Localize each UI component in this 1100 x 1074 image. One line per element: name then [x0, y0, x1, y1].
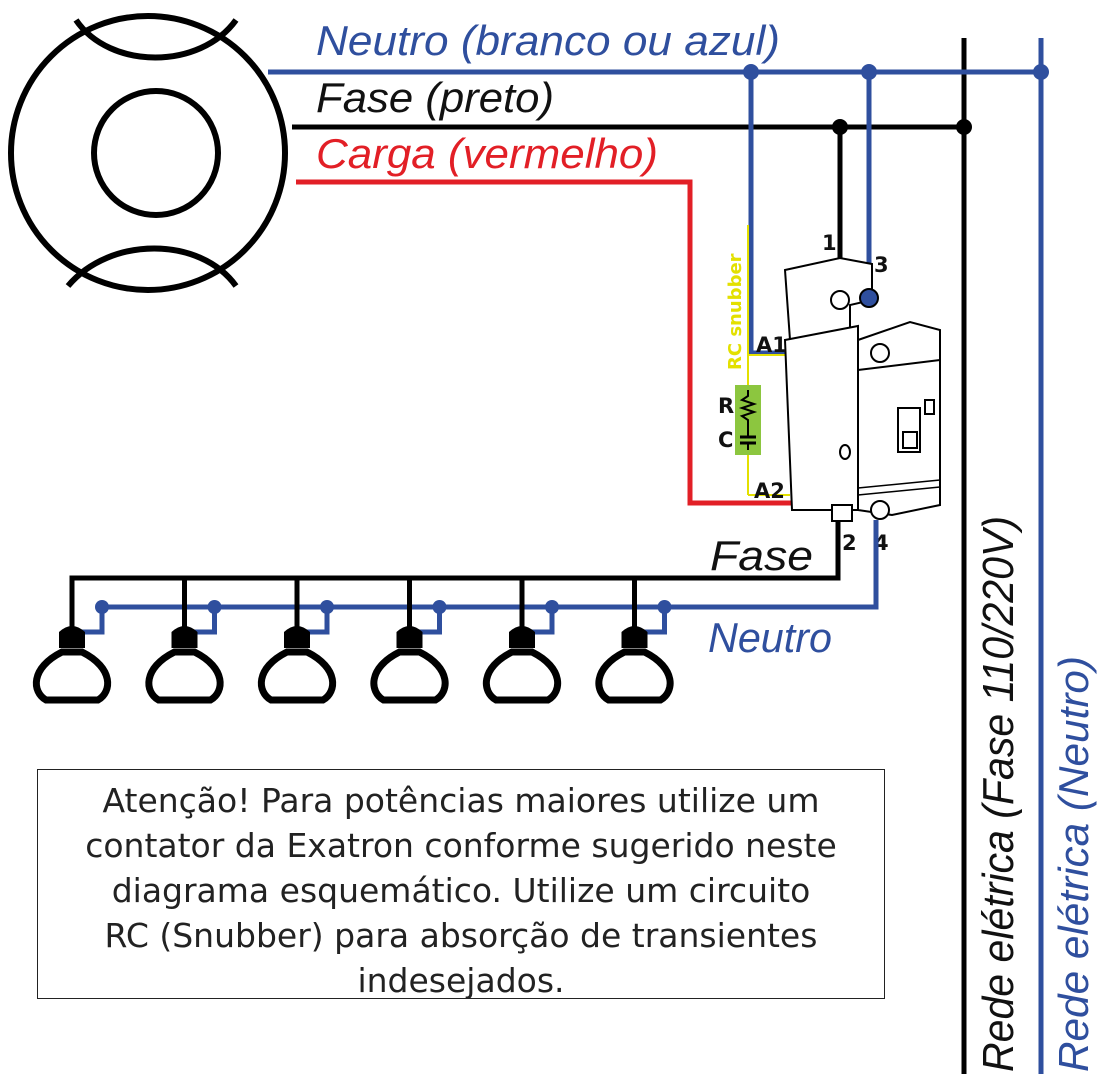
lamp-icon: [370, 578, 449, 704]
junction-dot: [956, 119, 972, 135]
capacitor-label: C: [718, 428, 733, 452]
phase-top-label: Fase (preto): [316, 74, 554, 121]
terminal-a1-label: A1: [756, 333, 787, 357]
lamp-icon: [145, 578, 224, 704]
junction-dot: [1033, 64, 1049, 80]
junction-dot: [743, 64, 759, 80]
resistor-icon: [738, 390, 758, 430]
load-label: Carga (vermelho): [316, 130, 658, 177]
lamp-icon: [32, 600, 112, 704]
switch-symbol-icon: [8, 13, 288, 293]
lamp-icon: [482, 578, 562, 704]
load-wire: [296, 179, 880, 506]
note-line: contator da Exatron conforme sugerido ne…: [85, 826, 837, 865]
lamp-phase-wire: [69, 520, 841, 630]
terminal-a2-label: A2: [754, 479, 785, 503]
mains-phase-label: Rede elétrica (Fase 110/220V): [974, 516, 1023, 1072]
lamp-group: [32, 578, 674, 704]
lamp-icon: [595, 578, 674, 704]
resistor-label: R: [718, 394, 734, 418]
mains-neutral-label: Rede elétrica (Neutro): [1050, 656, 1097, 1072]
junction-dot: [861, 64, 877, 80]
note-line: RC (Snubber) para absorção de transiente…: [104, 916, 818, 955]
terminal-1-label: 1: [822, 231, 837, 255]
note-line: indesejados.: [357, 961, 565, 1000]
contactor-icon: [783, 256, 941, 522]
warning-note: Atenção! Para potências maiores utilize …: [37, 769, 885, 1000]
neutral-lamps-label: Neutro: [708, 614, 832, 661]
note-line: diagrama esquemático. Utilize um circuit…: [111, 871, 811, 910]
terminal-2-label: 2: [842, 531, 857, 555]
rc-snubber: RC snubber R C: [718, 225, 790, 496]
note-line: Atenção! Para potências maiores utilize …: [102, 781, 820, 820]
junction-dot: [832, 119, 848, 135]
neutral-top-label: Neutro (branco ou azul): [316, 17, 780, 64]
lamp-icon: [257, 578, 337, 704]
phase-lamps-label: Fase: [710, 532, 813, 579]
terminal-3-label: 3: [874, 253, 889, 277]
rc-snubber-label: RC snubber: [725, 253, 746, 370]
